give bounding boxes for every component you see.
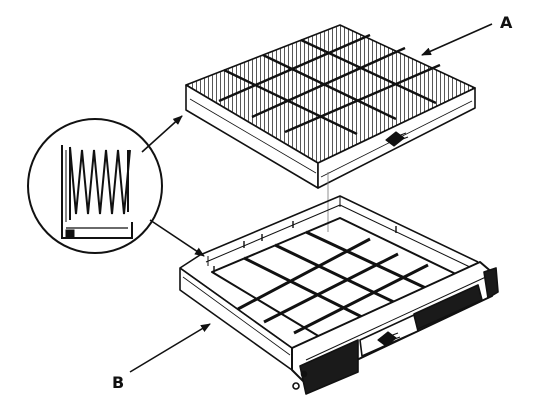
housing-back-wall [199, 195, 479, 263]
pointer-arrows [129, 23, 493, 373]
housing-airflow-mark-icon [377, 331, 401, 347]
arrow-to-housing [149, 219, 205, 257]
detail-circle [27, 118, 163, 254]
filter-housing [179, 195, 499, 395]
arrow-to-filter [141, 115, 183, 153]
filter-airflow-mark-icon [385, 131, 409, 147]
detail-pleats [61, 145, 131, 222]
pleat-detail-inset [27, 118, 163, 254]
housing-latch [483, 267, 499, 299]
leader-b [129, 323, 211, 373]
callout-b: B [112, 373, 124, 392]
leader-a [421, 23, 493, 56]
callout-a: A [500, 13, 513, 32]
filter-ribs [218, 33, 441, 136]
filter-element [185, 24, 476, 189]
filter-top-face [185, 24, 476, 164]
